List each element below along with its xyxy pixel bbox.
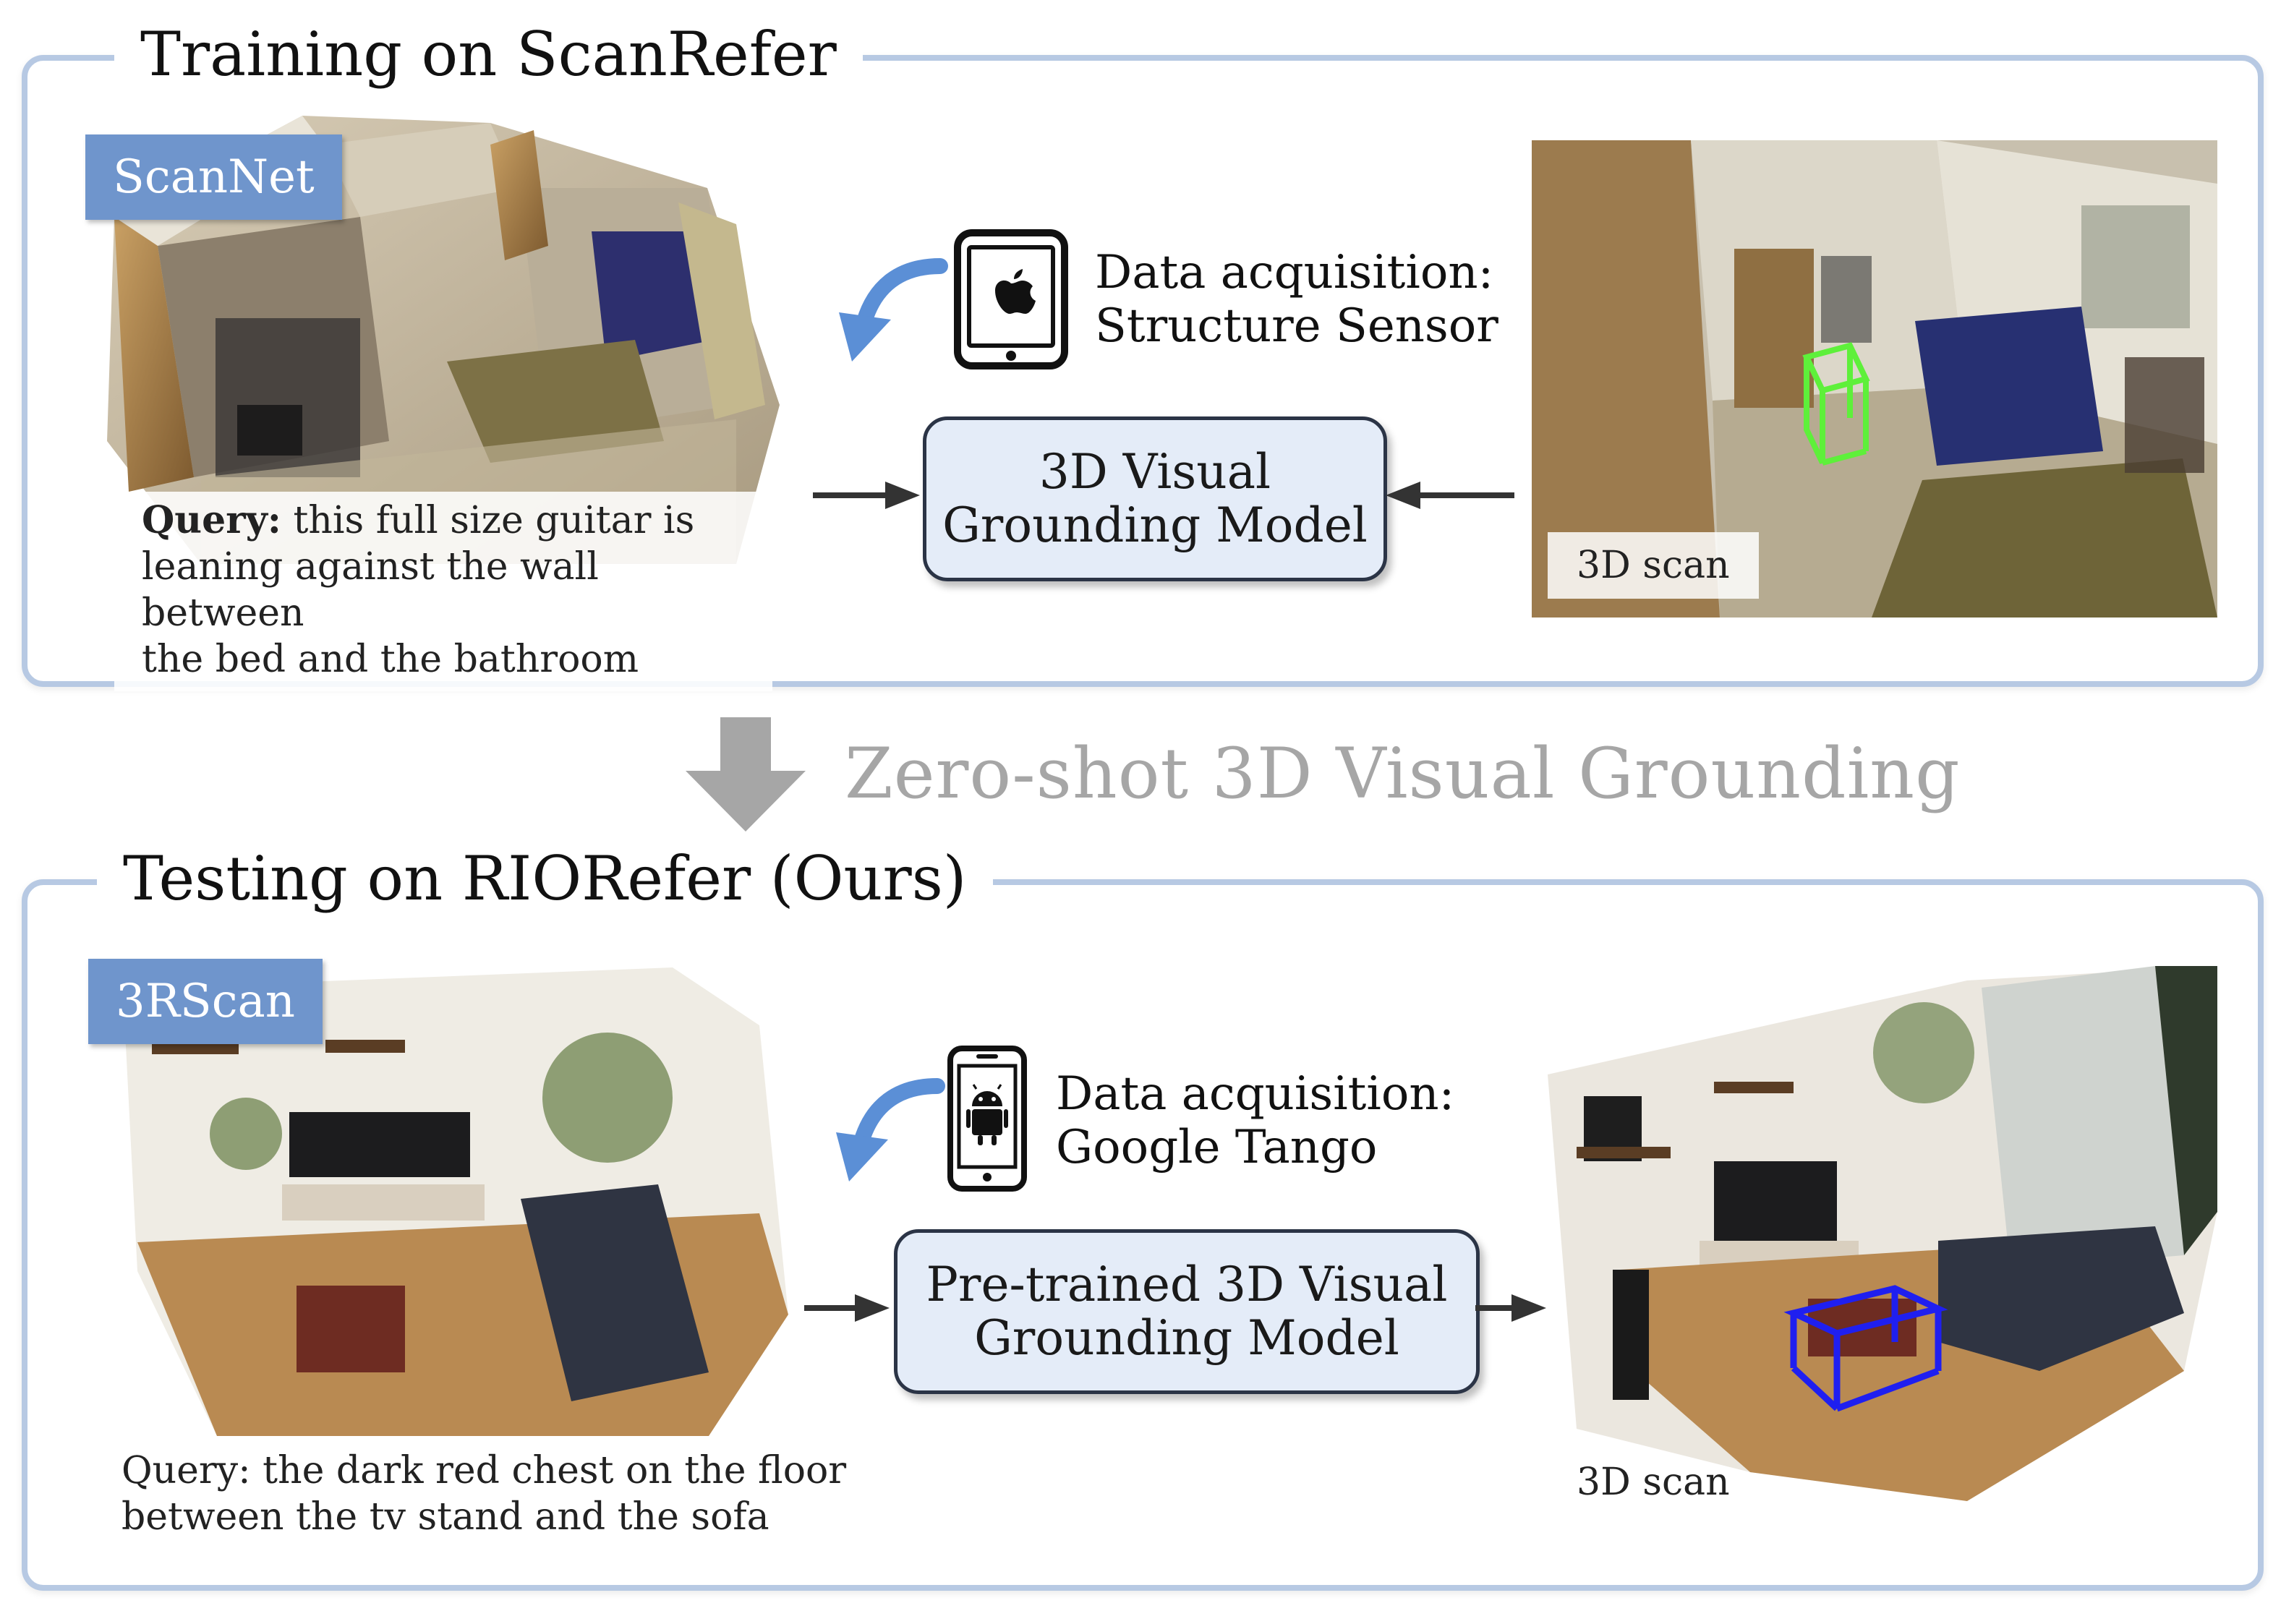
acq-line2: Google Tango xyxy=(1056,1121,1378,1174)
3rscan-tag: 3RScan xyxy=(88,959,323,1044)
query-text-line2: leaning against the wall between xyxy=(142,545,599,635)
training-scan-label: 3D scan xyxy=(1548,532,1759,599)
testing-panel xyxy=(22,879,2264,1591)
training-model-box: 3D Visual Grounding Model xyxy=(923,416,1387,581)
arrow-right-icon xyxy=(1475,1294,1546,1322)
query-text-line1: this full size guitar is xyxy=(281,499,695,542)
testing-panel-title: Testing on RIORefer (Ours) xyxy=(97,839,993,918)
training-acquisition: Data acquisition: Structure Sensor xyxy=(1095,246,1498,353)
query-text-line3: the bed and the bathroom xyxy=(142,638,639,681)
zero-shot-title: Zero-shot 3D Visual Grounding xyxy=(845,733,1961,814)
model-line1: Pre-trained 3D Visual xyxy=(926,1257,1448,1312)
curved-arrow-icon xyxy=(839,258,948,362)
phone-android-icon xyxy=(947,1046,1027,1192)
scannet-tag: ScanNet xyxy=(85,134,342,220)
arrow-right-icon xyxy=(804,1294,890,1322)
testing-query-line2: between the tv stand and the sofa xyxy=(121,1495,769,1539)
tablet-apple-icon xyxy=(954,229,1068,369)
training-3d-scan-image xyxy=(1532,140,2217,617)
acq-line1: Data acquisition: xyxy=(1056,1067,1455,1121)
testing-model-box: Pre-trained 3D Visual Grounding Model xyxy=(894,1229,1480,1394)
arrow-left-icon xyxy=(1386,482,1514,509)
testing-scan-label: 3D scan xyxy=(1577,1461,1730,1504)
acq-line1: Data acquisition: xyxy=(1095,246,1494,299)
acq-line2: Structure Sensor xyxy=(1095,299,1498,353)
testing-query: Query: the dark red chest on the floor b… xyxy=(121,1448,846,1540)
testing-bbox xyxy=(1783,1285,1948,1412)
testing-acquisition: Data acquisition: Google Tango xyxy=(1056,1067,1454,1174)
down-arrow-icon xyxy=(686,717,806,832)
query-label: Query: xyxy=(142,498,281,542)
model-line2: Grounding Model xyxy=(942,497,1368,553)
training-query: Query: this full size guitar is leaning … xyxy=(114,492,772,691)
3rscan-scene-image xyxy=(123,967,788,1436)
training-panel-title: Training on ScanRefer xyxy=(114,14,863,94)
training-panel xyxy=(22,55,2264,687)
testing-query-line1: Query: the dark red chest on the floor xyxy=(121,1449,847,1492)
testing-3d-scan-image xyxy=(1548,966,2217,1501)
arrow-right-icon xyxy=(813,482,920,509)
model-line1: 3D Visual xyxy=(1039,444,1271,500)
training-bbox xyxy=(1802,342,1870,466)
model-line2: Grounding Model xyxy=(974,1310,1399,1366)
curved-arrow-icon xyxy=(836,1078,945,1181)
